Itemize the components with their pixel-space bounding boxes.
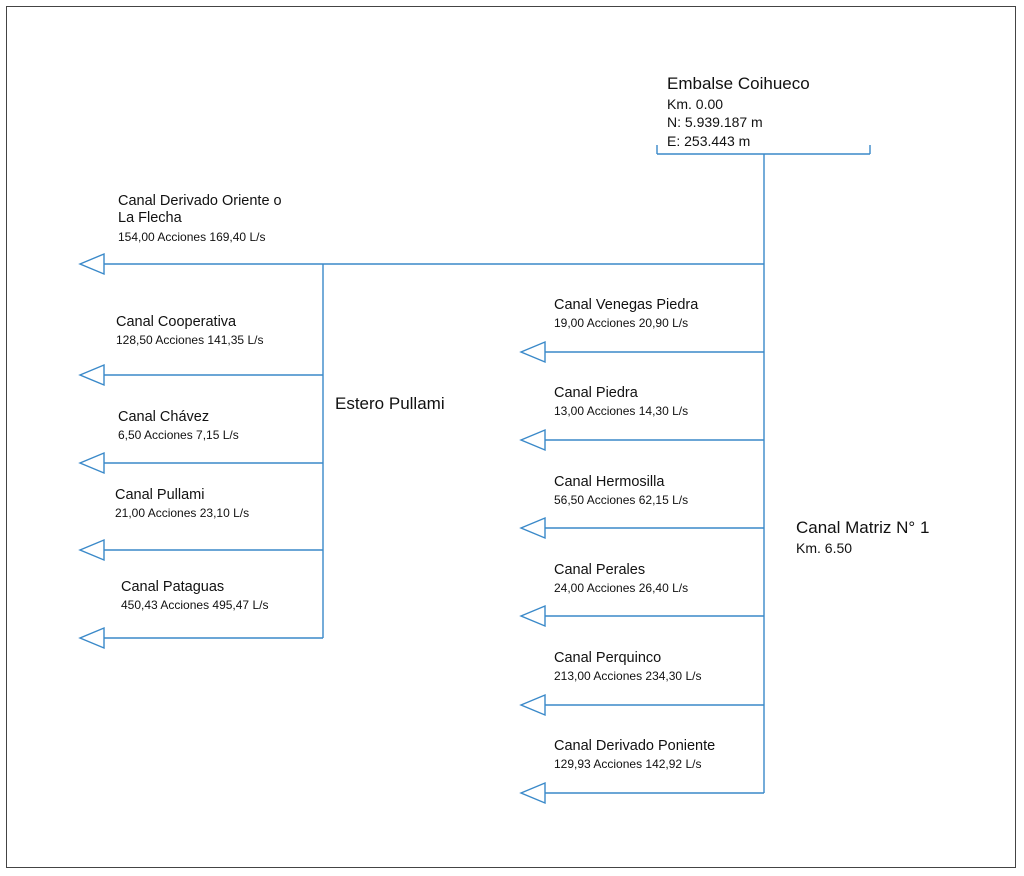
canal-detail: 6,50 Acciones 7,15 L/s: [118, 428, 239, 443]
arrow-pataguas: [78, 626, 105, 650]
canal-name-continued: La Flecha: [118, 210, 182, 227]
main-canal-km: Km. 6.50: [796, 540, 853, 556]
canal-label-pullami: Canal Pullami 21,00 Acciones 23,10 L/s: [115, 487, 249, 521]
reservoir-east: E: 253.443 m: [667, 133, 751, 149]
canal-label-derivado-oriente: Canal Derivado Oriente o La Flecha 154,0…: [118, 193, 282, 244]
canal-detail: 19,00 Acciones 20,90 L/s: [554, 316, 689, 331]
canal-name: Canal Piedra: [554, 385, 638, 401]
arrow-venegas-piedra: [519, 340, 546, 364]
canal-label-pataguas: Canal Pataguas 450,43 Acciones 495,47 L/…: [121, 579, 268, 613]
canal-detail: 154,00 Acciones 169,40 L/s: [118, 229, 266, 244]
canal-detail: 13,00 Acciones 14,30 L/s: [554, 404, 689, 419]
canal-label-venegas-piedra: Canal Venegas Piedra 19,00 Acciones 20,9…: [554, 297, 698, 331]
canal-detail: 128,50 Acciones 141,35 L/s: [116, 333, 264, 348]
arrow-chavez: [78, 451, 105, 475]
canal-label-cooperativa: Canal Cooperativa 128,50 Acciones 141,35…: [116, 314, 263, 348]
reservoir-north: N: 5.939.187 m: [667, 114, 763, 130]
arrow-hermosilla: [519, 516, 546, 540]
canal-detail: 24,00 Acciones 26,40 L/s: [554, 581, 689, 596]
canal-detail: 450,43 Acciones 495,47 L/s: [121, 598, 269, 613]
canal-label-perales: Canal Perales 24,00 Acciones 26,40 L/s: [554, 562, 688, 596]
canal-name: Canal Hermosilla: [554, 474, 665, 490]
canal-name: Canal Derivado Oriente o: [118, 193, 282, 209]
reservoir-name: Embalse Coihueco: [667, 74, 810, 93]
estero-pullami-label: Estero Pullami: [335, 394, 445, 413]
arrow-derivado-poniente: [519, 781, 546, 805]
canal-name: Canal Pataguas: [121, 579, 225, 595]
canal-name: Canal Chávez: [118, 409, 210, 425]
canal-label-chavez: Canal Chávez 6,50 Acciones 7,15 L/s: [118, 409, 239, 443]
reservoir-km: Km. 0.00: [667, 96, 724, 112]
canal-label-piedra: Canal Piedra 13,00 Acciones 14,30 L/s: [554, 385, 688, 419]
canal-label-derivado-poniente: Canal Derivado Poniente 129,93 Acciones …: [554, 738, 715, 772]
canal-name: Canal Pullami: [115, 487, 205, 503]
canal-detail: 56,50 Acciones 62,15 L/s: [554, 493, 689, 508]
canal-name: Canal Perales: [554, 562, 646, 578]
canal-detail: 129,93 Acciones 142,92 L/s: [554, 757, 702, 772]
arrow-perales: [519, 604, 546, 628]
canal-name: Canal Perquinco: [554, 650, 662, 666]
arrow-perquinco: [519, 693, 546, 717]
canal-name: Canal Cooperativa: [116, 314, 237, 330]
canal-name: Canal Derivado Poniente: [554, 738, 716, 754]
arrow-derivado-oriente: [78, 252, 105, 276]
arrow-cooperativa: [78, 363, 105, 387]
main-canal-name: Canal Matriz N° 1: [796, 518, 930, 537]
canal-detail: 21,00 Acciones 23,10 L/s: [115, 506, 250, 521]
arrow-pullami: [78, 538, 105, 562]
arrow-piedra: [519, 428, 546, 452]
canal-detail: 213,00 Acciones 234,30 L/s: [554, 669, 702, 684]
canal-label-hermosilla: Canal Hermosilla 56,50 Acciones 62,15 L/…: [554, 474, 688, 508]
canal-name: Canal Venegas Piedra: [554, 297, 699, 313]
canal-label-perquinco: Canal Perquinco 213,00 Acciones 234,30 L…: [554, 650, 701, 684]
diagram-frame: [6, 6, 1016, 868]
